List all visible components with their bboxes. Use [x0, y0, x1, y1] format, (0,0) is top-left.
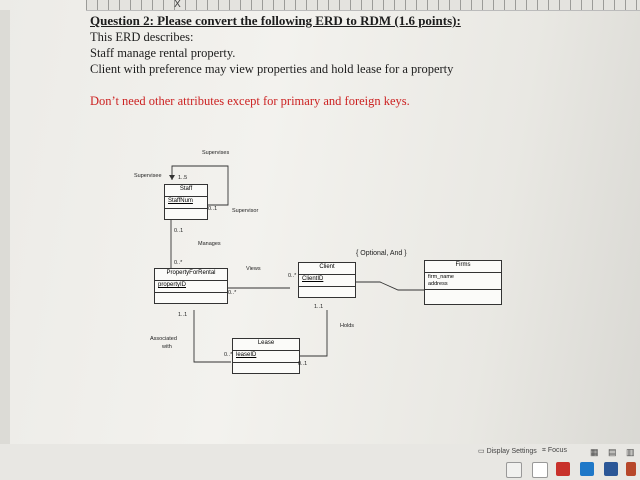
focus-label: Focus	[547, 447, 567, 454]
web-layout-icon[interactable]: ▥	[626, 447, 635, 457]
display-settings-label: Display Settings	[486, 448, 537, 455]
multiplicity-label: 0..*	[224, 352, 233, 358]
display-settings-button[interactable]: ▭ Display Settings	[478, 447, 537, 455]
supervisor-label: Supervisor	[232, 208, 259, 214]
erd-diagram: Staff StaffNum PropertyForRental propert…	[128, 140, 508, 380]
description-line: This ERD describes:	[90, 30, 194, 44]
supervises-line	[171, 165, 229, 206]
entity-name: Firms	[425, 261, 501, 273]
entity-attributes: firm_name address	[425, 273, 501, 290]
entity-attribute: address	[428, 281, 448, 287]
multiplicity-label: 1..5	[178, 175, 188, 181]
erd-connectors	[169, 165, 424, 363]
description-line: Client with preference may view properti…	[90, 62, 454, 76]
supervises-arrowhead	[169, 175, 175, 180]
associated-label: Associated	[150, 336, 177, 342]
entity-empty-row	[155, 293, 227, 303]
lease-entity[interactable]: Lease leaseID	[232, 338, 300, 374]
multiplicity-label: 0..*	[288, 273, 297, 279]
entity-name: PropertyForRental	[155, 269, 227, 281]
focus-button[interactable]: ⌗ Focus	[542, 447, 567, 455]
multiplicity-label: 1..1	[314, 304, 324, 310]
app-icon[interactable]	[532, 462, 548, 478]
supervises-label: Supervises	[202, 150, 230, 156]
entity-name: Staff	[165, 185, 207, 197]
monitor-icon: ▭	[478, 448, 487, 455]
multiplicity-label: 0..1	[174, 228, 184, 234]
focus-icon: ⌗	[542, 447, 548, 454]
entity-key: leaseID	[233, 351, 299, 363]
entity-key: StaffNum	[165, 197, 207, 209]
multiplicity-label: 0..1	[298, 361, 308, 367]
views-label: Views	[246, 266, 261, 272]
staff-entity[interactable]: Staff StaffNum	[164, 184, 208, 220]
instruction-note: Don’t need other attributes except for p…	[90, 94, 410, 108]
with-label: with	[162, 344, 172, 350]
supervisee-label: Supervisee	[134, 173, 162, 179]
view-mode-icon[interactable]: ▦	[590, 447, 599, 457]
associated-line	[193, 310, 231, 363]
manages-label: Manages	[198, 241, 221, 247]
property-entity[interactable]: PropertyForRental propertyID	[154, 268, 228, 304]
client-entity[interactable]: Client ClientID	[298, 262, 356, 298]
question-title: Question 2: Please convert the following…	[90, 13, 461, 28]
description-line: Staff manage rental property.	[90, 46, 236, 60]
holds-label: Holds	[340, 323, 355, 329]
entity-name: Client	[299, 263, 355, 275]
word-icon[interactable]	[604, 462, 618, 476]
firms-entity[interactable]: Firms firm_name address	[424, 260, 502, 305]
ruler-marker: X	[174, 0, 181, 10]
multiplicity-label: 1..1	[178, 312, 188, 318]
constraint-label: { Optional, And }	[356, 250, 407, 257]
holds-line	[298, 310, 328, 357]
entity-attribute: firm_name	[428, 274, 454, 280]
entity-key: propertyID	[155, 281, 227, 293]
layout-icon[interactable]: ▤	[608, 447, 617, 457]
browser-icon[interactable]	[580, 462, 594, 476]
multiplicity-label: 0..*	[174, 260, 183, 266]
entity-empty-row	[165, 209, 207, 219]
entity-name: Lease	[233, 339, 299, 351]
entity-empty-row	[425, 290, 501, 304]
entity-empty-row	[299, 287, 355, 297]
window-edge	[0, 10, 10, 460]
entity-key: ClientID	[299, 275, 355, 287]
client-firms-line	[354, 281, 424, 291]
multiplicity-label: 0..*	[228, 290, 237, 296]
multiplicity-label: 0..1	[208, 206, 218, 212]
file-explorer-icon[interactable]	[506, 462, 522, 478]
acrobat-icon[interactable]	[556, 462, 570, 476]
entity-empty-row	[233, 363, 299, 373]
ruler[interactable]: X	[86, 0, 640, 11]
powerpoint-icon[interactable]	[626, 462, 636, 476]
